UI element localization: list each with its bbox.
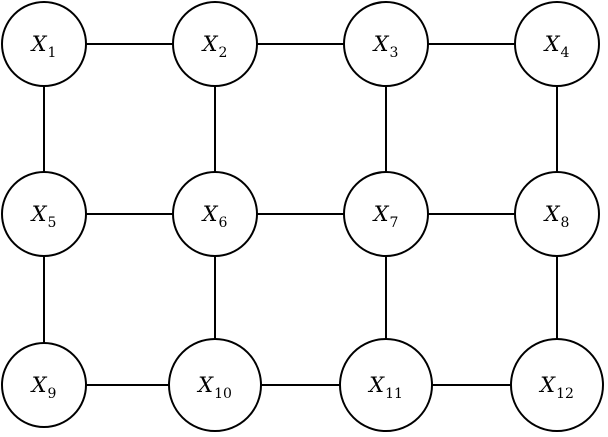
node-variable: X [367,373,385,397]
node-variable: X [201,202,219,226]
node-subscript: 3 [390,45,399,61]
node-circle [1,342,87,428]
node-circle [172,1,258,87]
node-circle [339,338,433,432]
node-circle [172,171,258,257]
node-label: X5 [30,202,57,231]
node-subscript: 2 [219,45,228,61]
node-label: X7 [372,202,399,231]
node-x10: X10 [168,338,262,432]
node-label: X9 [30,373,57,402]
node-label: X11 [367,373,403,402]
node-variable: X [543,202,561,226]
node-subscript: 4 [561,45,570,61]
node-circle [1,1,87,87]
node-label: X8 [543,202,570,231]
node-x6: X6 [172,171,258,257]
node-circle [168,338,262,432]
node-subscript: 5 [48,215,57,231]
node-label: X3 [372,32,399,61]
node-x12: X12 [510,338,604,432]
node-subscript: 8 [561,215,570,231]
node-circle [1,171,87,257]
node-label: X2 [201,32,228,61]
node-variable: X [543,32,561,56]
node-variable: X [30,202,48,226]
node-variable: X [30,373,48,397]
node-variable: X [196,373,214,397]
node-x1: X1 [1,1,87,87]
node-subscript: 10 [214,386,232,402]
node-label: X4 [543,32,570,61]
node-x3: X3 [343,1,429,87]
node-circle [510,338,604,432]
node-x2: X2 [172,1,258,87]
node-circle [343,171,429,257]
node-variable: X [372,32,390,56]
node-label: X6 [201,202,228,231]
node-variable: X [538,373,556,397]
node-variable: X [201,32,219,56]
node-subscript: 6 [219,215,228,231]
node-subscript: 9 [48,386,57,402]
node-subscript: 1 [48,45,57,61]
node-circle [343,1,429,87]
node-subscript: 11 [385,386,403,402]
node-subscript: 12 [556,386,574,402]
node-x4: X4 [514,1,600,87]
node-subscript: 7 [390,215,399,231]
node-label: X12 [538,373,574,402]
node-circle [514,1,600,87]
node-x5: X5 [1,171,87,257]
node-variable: X [30,32,48,56]
node-x11: X11 [339,338,433,432]
edge-layer [43,43,558,386]
node-x7: X7 [343,171,429,257]
node-label: X10 [196,373,232,402]
node-x9: X9 [1,342,87,428]
node-x8: X8 [514,171,600,257]
node-variable: X [372,202,390,226]
node-circle [514,171,600,257]
node-label: X1 [30,32,57,61]
